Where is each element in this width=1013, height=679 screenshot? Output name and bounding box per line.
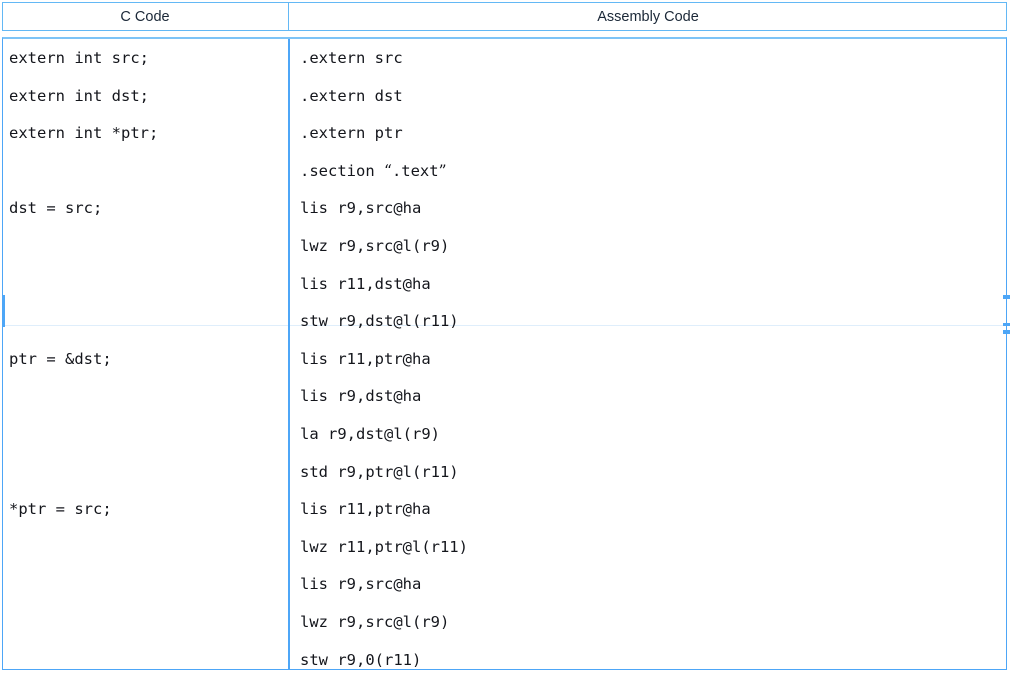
- c-code-line: *ptr = src;: [9, 491, 284, 529]
- c-code-line: extern int src;: [9, 40, 284, 78]
- c-code-line: [9, 604, 284, 642]
- c-code-line: extern int *ptr;: [9, 115, 284, 153]
- border-tick-right-mid: [1003, 323, 1010, 326]
- column-header-assembly-code: Assembly Code: [289, 2, 1007, 31]
- assembly-code-line: lis r11,ptr@ha: [300, 491, 1000, 529]
- c-code-line: [9, 529, 284, 567]
- assembly-code-line: .extern dst: [300, 78, 1000, 116]
- assembly-code-line: lis r9,src@ha: [300, 566, 1000, 604]
- table-header-row: C Code Assembly Code: [2, 2, 1007, 31]
- assembly-code-line: .section “.text”: [300, 153, 1000, 191]
- c-code-line: dst = src;: [9, 190, 284, 228]
- c-code-line: ptr = &dst;: [9, 341, 284, 379]
- c-code-line: [9, 378, 284, 416]
- c-code-line: [9, 642, 284, 679]
- assembly-code-line: lis r11,ptr@ha: [300, 341, 1000, 379]
- assembly-code-line: lwz r9,src@l(r9): [300, 228, 1000, 266]
- c-code-line: [9, 228, 284, 266]
- assembly-code-line: la r9,dst@l(r9): [300, 416, 1000, 454]
- column-divider: [288, 39, 290, 669]
- c-code-line: [9, 566, 284, 604]
- c-code-line: extern int dst;: [9, 78, 284, 116]
- c-code-column: extern int src;extern int dst;extern int…: [9, 40, 284, 679]
- assembly-code-line: .extern src: [300, 40, 1000, 78]
- c-code-line: [9, 303, 284, 341]
- assembly-code-column: .extern src.extern dst.extern ptr.sectio…: [300, 40, 1000, 679]
- border-tick-right-top: [1003, 295, 1010, 299]
- c-code-line: [9, 454, 284, 492]
- assembly-code-line: lwz r9,src@l(r9): [300, 604, 1000, 642]
- c-code-line: [9, 266, 284, 304]
- assembly-code-line: lis r11,dst@ha: [300, 266, 1000, 304]
- assembly-code-line: std r9,ptr@l(r11): [300, 454, 1000, 492]
- table-body-grid: extern int src;extern int dst;extern int…: [3, 40, 1006, 669]
- c-code-line: [9, 416, 284, 454]
- c-code-line: [9, 153, 284, 191]
- assembly-code-line: lis r9,src@ha: [300, 190, 1000, 228]
- border-tick-middle: [288, 295, 290, 327]
- column-header-c-code: C Code: [2, 2, 289, 31]
- assembly-code-line: .extern ptr: [300, 115, 1000, 153]
- assembly-code-line: stw r9,0(r11): [300, 642, 1000, 679]
- border-tick-left: [2, 295, 5, 327]
- assembly-code-line: lis r9,dst@ha: [300, 378, 1000, 416]
- assembly-code-line: stw r9,dst@l(r11): [300, 303, 1000, 341]
- assembly-code-line: lwz r11,ptr@l(r11): [300, 529, 1000, 567]
- border-tick-right-bottom: [1003, 330, 1010, 334]
